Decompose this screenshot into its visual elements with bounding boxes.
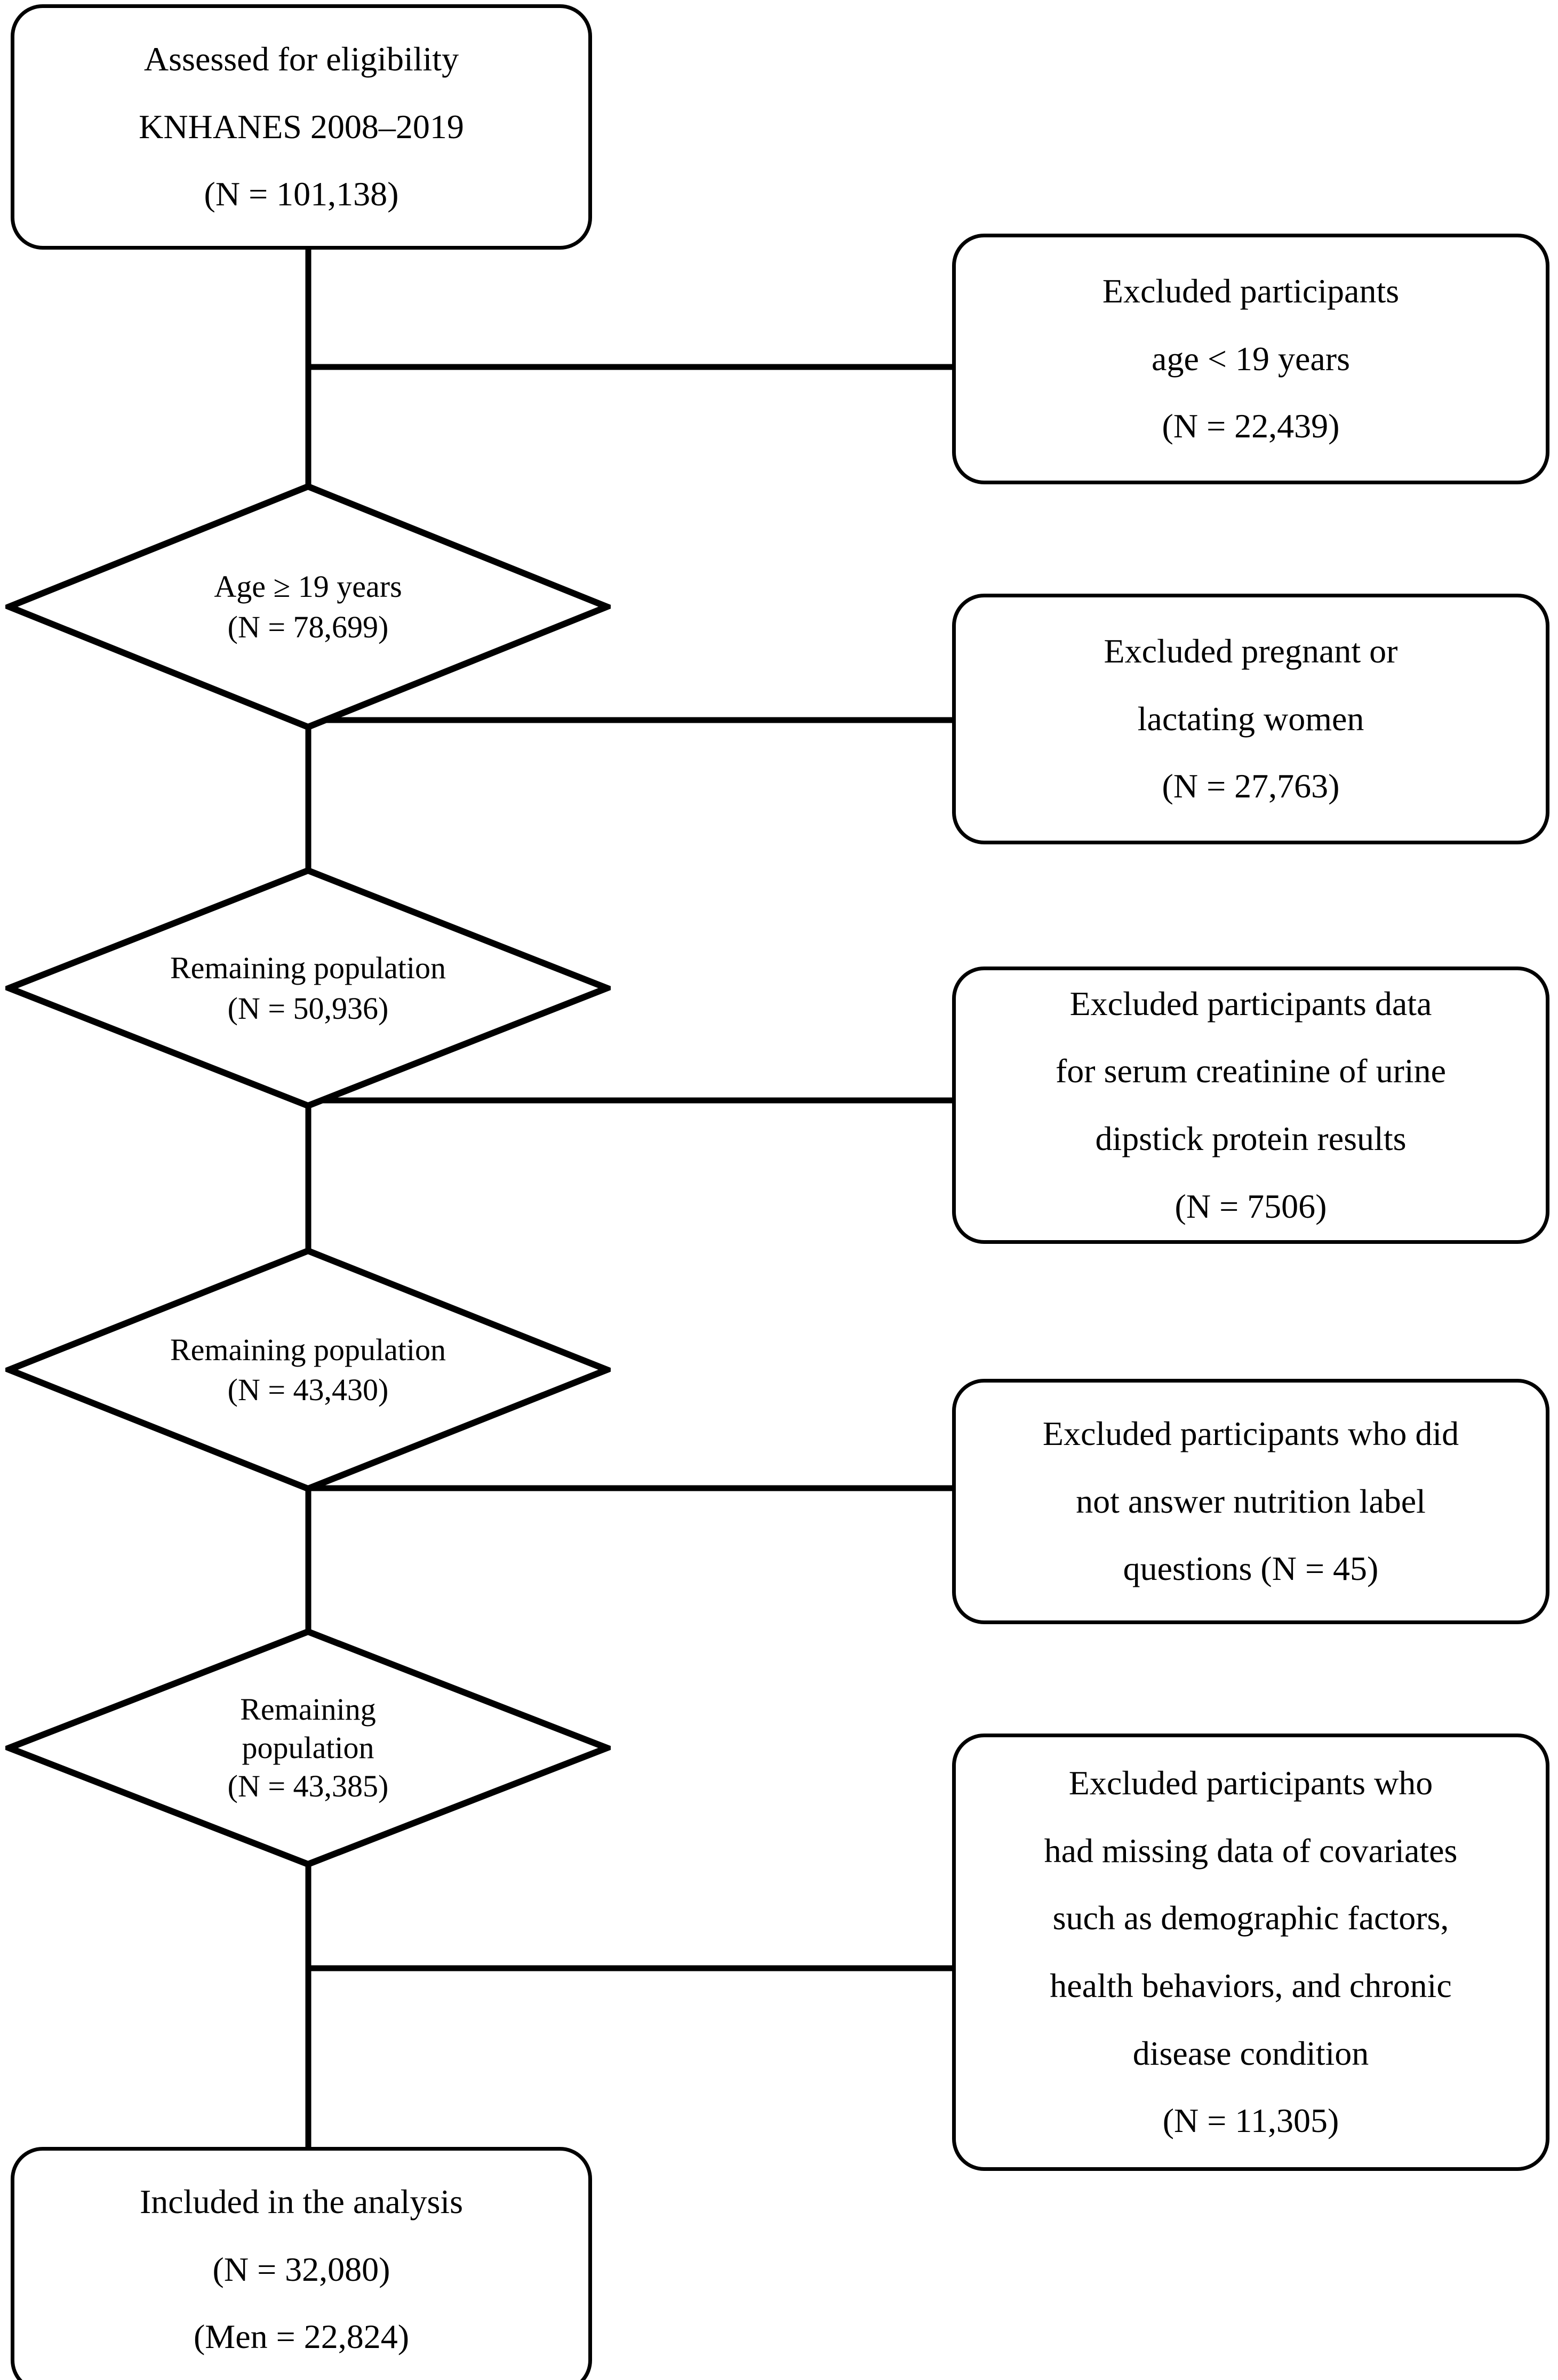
node-line: Remaining population [170, 1332, 446, 1367]
node-line: (N = 78,699) [227, 609, 389, 644]
node-remaining-population-43385[interactable]: Remaining population (N = 43,385) [5, 1628, 611, 1868]
node-line: (N = 50,936) [227, 991, 389, 1026]
node-assessed-for-eligibility[interactable]: Assessed for eligibility KNHANES 2008–20… [11, 4, 592, 250]
node-line: (N = 32,080) [212, 2250, 390, 2288]
node-line: (N = 22,439) [1162, 407, 1340, 445]
node-line: (N = 43,430) [227, 1372, 389, 1407]
node-line: (N = 11,305) [1162, 2102, 1339, 2140]
node-remaining-population-50936[interactable]: Remaining population (N = 50,936) [5, 867, 611, 1109]
node-excluded-creatinine-dipstick[interactable]: Excluded participants data for serum cre… [952, 967, 1549, 1244]
node-line: disease condition [1132, 2034, 1369, 2072]
diamond-text-group: Age ≥ 19 years (N = 78,699) [5, 483, 611, 731]
node-line: age < 19 years [1152, 339, 1350, 378]
node-line: (N = 43,385) [227, 1768, 389, 1803]
node-line: Assessed for eligibility [143, 39, 459, 78]
node-line: not answer nutrition label [1076, 1482, 1426, 1520]
node-line: such as demographic factors, [1052, 1899, 1449, 1937]
diamond-shape [5, 867, 611, 1109]
node-line: (N = 7506) [1175, 1187, 1327, 1225]
node-line: lactating women [1137, 699, 1364, 738]
node-line: population [242, 1730, 374, 1766]
node-line: had missing data of covariates [1044, 1831, 1458, 1870]
node-excluded-pregnant-lactating[interactable]: Excluded pregnant or lactating women (N … [952, 594, 1549, 844]
diamond-shape [5, 483, 611, 731]
diamond-text-group: Remaining population (N = 43,430) [5, 1247, 611, 1492]
node-line: Excluded participants who did [1042, 1414, 1459, 1452]
node-line: health behaviors, and chronic [1050, 1967, 1452, 2004]
node-included-in-analysis[interactable]: Included in the analysis (N = 32,080) (M… [11, 2147, 592, 2380]
diamond-text-group: Remaining population (N = 50,936) [5, 867, 611, 1109]
node-age-19-or-older[interactable]: Age ≥ 19 years (N = 78,699) [5, 483, 611, 731]
node-line: KNHANES 2008–2019 [139, 107, 464, 146]
node-excluded-nutrition-label[interactable]: Excluded participants who did not answer… [952, 1379, 1549, 1624]
node-line: Remaining population [170, 951, 446, 986]
node-line: Excluded participants [1102, 271, 1400, 310]
diamond-text-group: Remaining population (N = 43,385) [5, 1628, 611, 1868]
node-line: Excluded participants data [1069, 984, 1432, 1023]
node-line: Included in the analysis [139, 2182, 464, 2221]
node-excluded-age-under-19[interactable]: Excluded participants age < 19 years (N … [952, 234, 1549, 484]
node-remaining-population-43430[interactable]: Remaining population (N = 43,430) [5, 1247, 611, 1492]
node-line: Excluded participants who [1068, 1763, 1433, 1802]
node-line: Remaining [240, 1692, 376, 1727]
node-line: Excluded pregnant or [1104, 632, 1398, 670]
node-line: for serum creatinine of urine [1055, 1052, 1447, 1090]
node-line: questions (N = 45) [1123, 1550, 1379, 1588]
diamond-shape [5, 1247, 611, 1492]
node-line: (Men = 22,824) [193, 2318, 410, 2356]
node-line: dipstick protein results [1095, 1120, 1407, 1157]
node-line: Age ≥ 19 years [214, 569, 402, 604]
diamond-shape [5, 1628, 611, 1868]
node-line: (N = 27,763) [1162, 767, 1340, 805]
node-excluded-missing-covariates[interactable]: Excluded participants who had missing da… [952, 1734, 1549, 2171]
node-line: (N = 101,138) [204, 175, 399, 213]
